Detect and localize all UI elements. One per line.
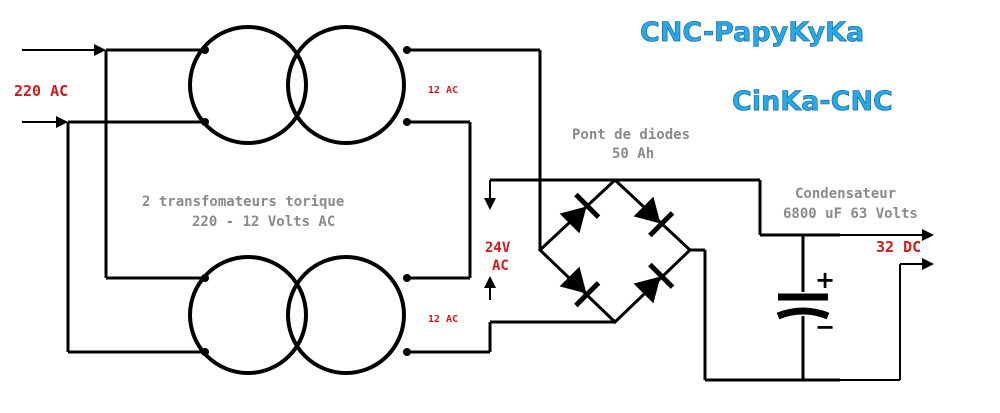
diode-bridge (537, 170, 760, 380)
diode-upper-right (633, 196, 675, 238)
label-series-voltage: 24V (485, 240, 511, 256)
output-arrows (840, 229, 934, 381)
label-output: 32 DC (876, 238, 921, 256)
diode-lower-left (559, 266, 601, 308)
series-voltage-arrows (484, 180, 496, 300)
label-capacitor-line1: Condensateur (795, 186, 896, 202)
label-bridge-line1: Pont de diodes (572, 127, 690, 143)
title-cinka-cnc: CinKa-CNC (732, 86, 893, 117)
label-series-voltage-ac: AC (492, 258, 509, 274)
diode-lower-right (633, 262, 675, 304)
secondary-wiring (468, 48, 615, 352)
diode-upper-left (559, 192, 601, 234)
title-cnc-papykyka: CNC-PapyKyKa (640, 17, 864, 48)
mains-input-arrows (22, 44, 106, 128)
label-capacitor-line2: 6800 uF 63 Volts (783, 206, 918, 222)
capacitor-plus-sign: + (815, 266, 835, 294)
transformer-bottom (140, 255, 490, 375)
label-mains-input: 220 AC (14, 82, 68, 100)
label-secondary-bottom: 12 AC (428, 314, 458, 325)
capacitor-minus-sign: − (815, 313, 835, 341)
transformer-top (140, 25, 470, 145)
label-bridge-line2: 50 Ah (612, 146, 654, 162)
capacitor (705, 180, 840, 382)
label-secondary-top: 12 AC (428, 85, 458, 96)
label-transformers-line1: 2 transfomateurs torique (142, 194, 344, 210)
label-transformers-line2: 220 - 12 Volts AC (192, 214, 335, 230)
